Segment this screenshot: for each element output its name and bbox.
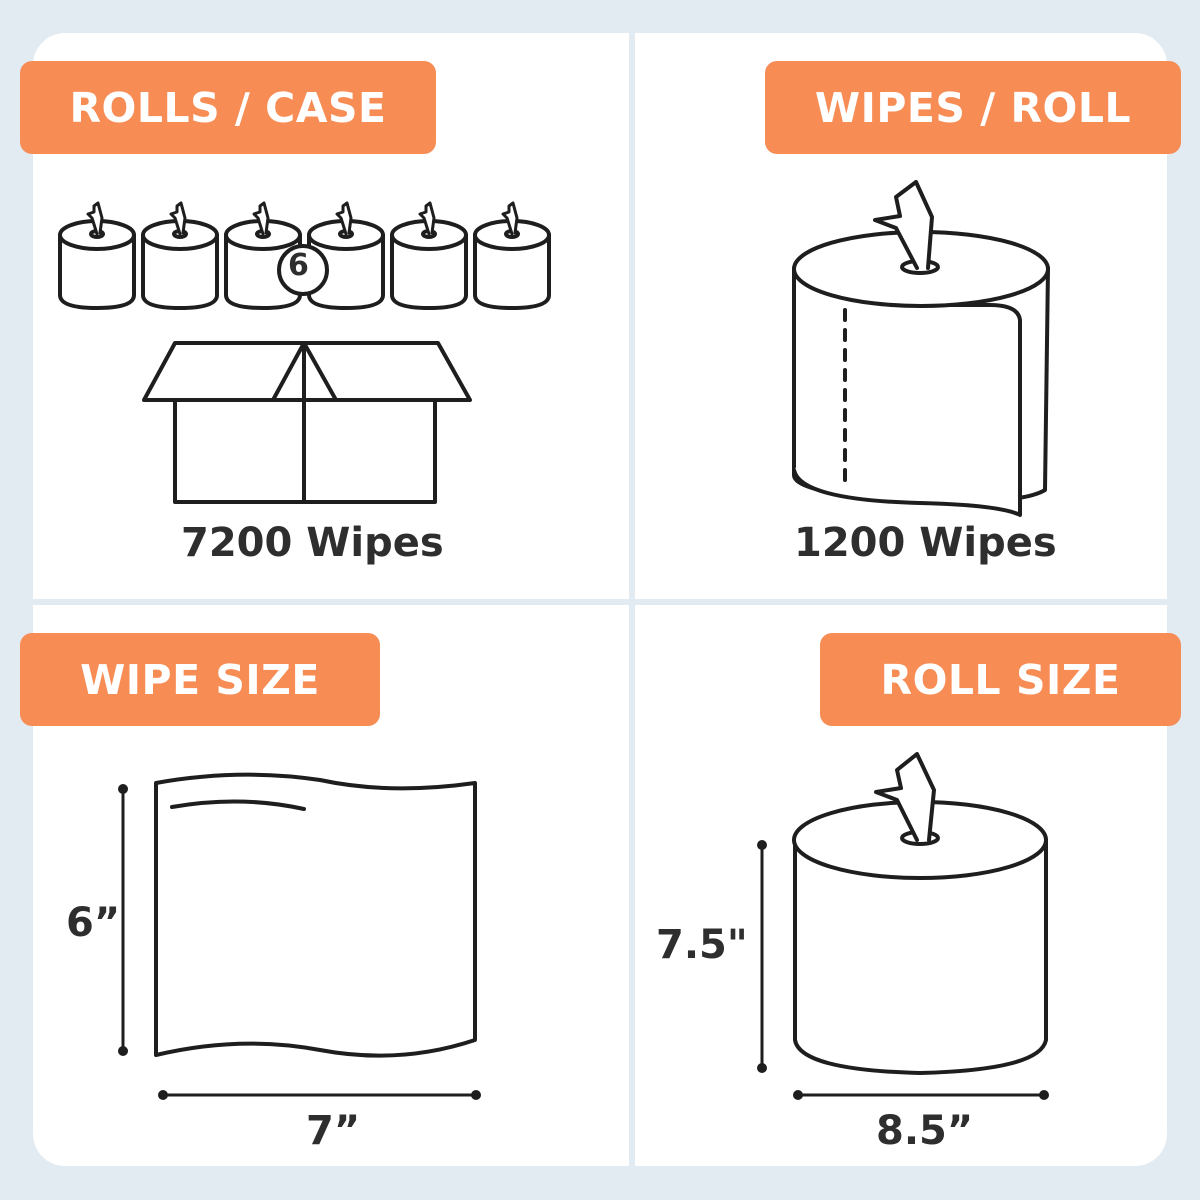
wipe-size-title: WIPE SIZE — [20, 633, 380, 726]
wipe-height-label: 6” — [66, 900, 121, 946]
width-dimension-line — [793, 1090, 1049, 1100]
wipe-sheet-icon — [118, 772, 481, 1100]
wipe-width-label: 7” — [306, 1108, 361, 1154]
roll-icon — [473, 201, 551, 310]
roll-count-badge: 6 — [288, 248, 309, 283]
roll-width-label: 8.5” — [876, 1108, 974, 1154]
roll-icon — [141, 201, 219, 310]
roll-row-icon — [58, 201, 551, 504]
rolls-per-case-caption: 7200 Wipes — [181, 520, 444, 566]
roll-icon — [58, 201, 136, 310]
roll-icon — [307, 201, 385, 310]
height-dimension-line — [757, 840, 767, 1073]
unrolling-roll-icon — [792, 180, 1050, 517]
rolls-per-case-title: ROLLS / CASE — [20, 61, 436, 154]
height-dimension-line — [118, 784, 128, 1056]
roll-size-title: ROLL SIZE — [820, 633, 1181, 726]
count-circle-icon — [277, 244, 329, 296]
width-dimension-line — [158, 1090, 481, 1100]
wipes-per-roll-caption: 1200 Wipes — [794, 520, 1057, 566]
open-box-icon — [142, 341, 472, 504]
wipes-per-roll-title: WIPES / ROLL — [765, 61, 1181, 154]
horizontal-divider — [33, 599, 1167, 605]
roll-icon — [390, 201, 468, 310]
roll-height-label: 7.5" — [656, 922, 748, 968]
roll-icon — [224, 201, 302, 310]
